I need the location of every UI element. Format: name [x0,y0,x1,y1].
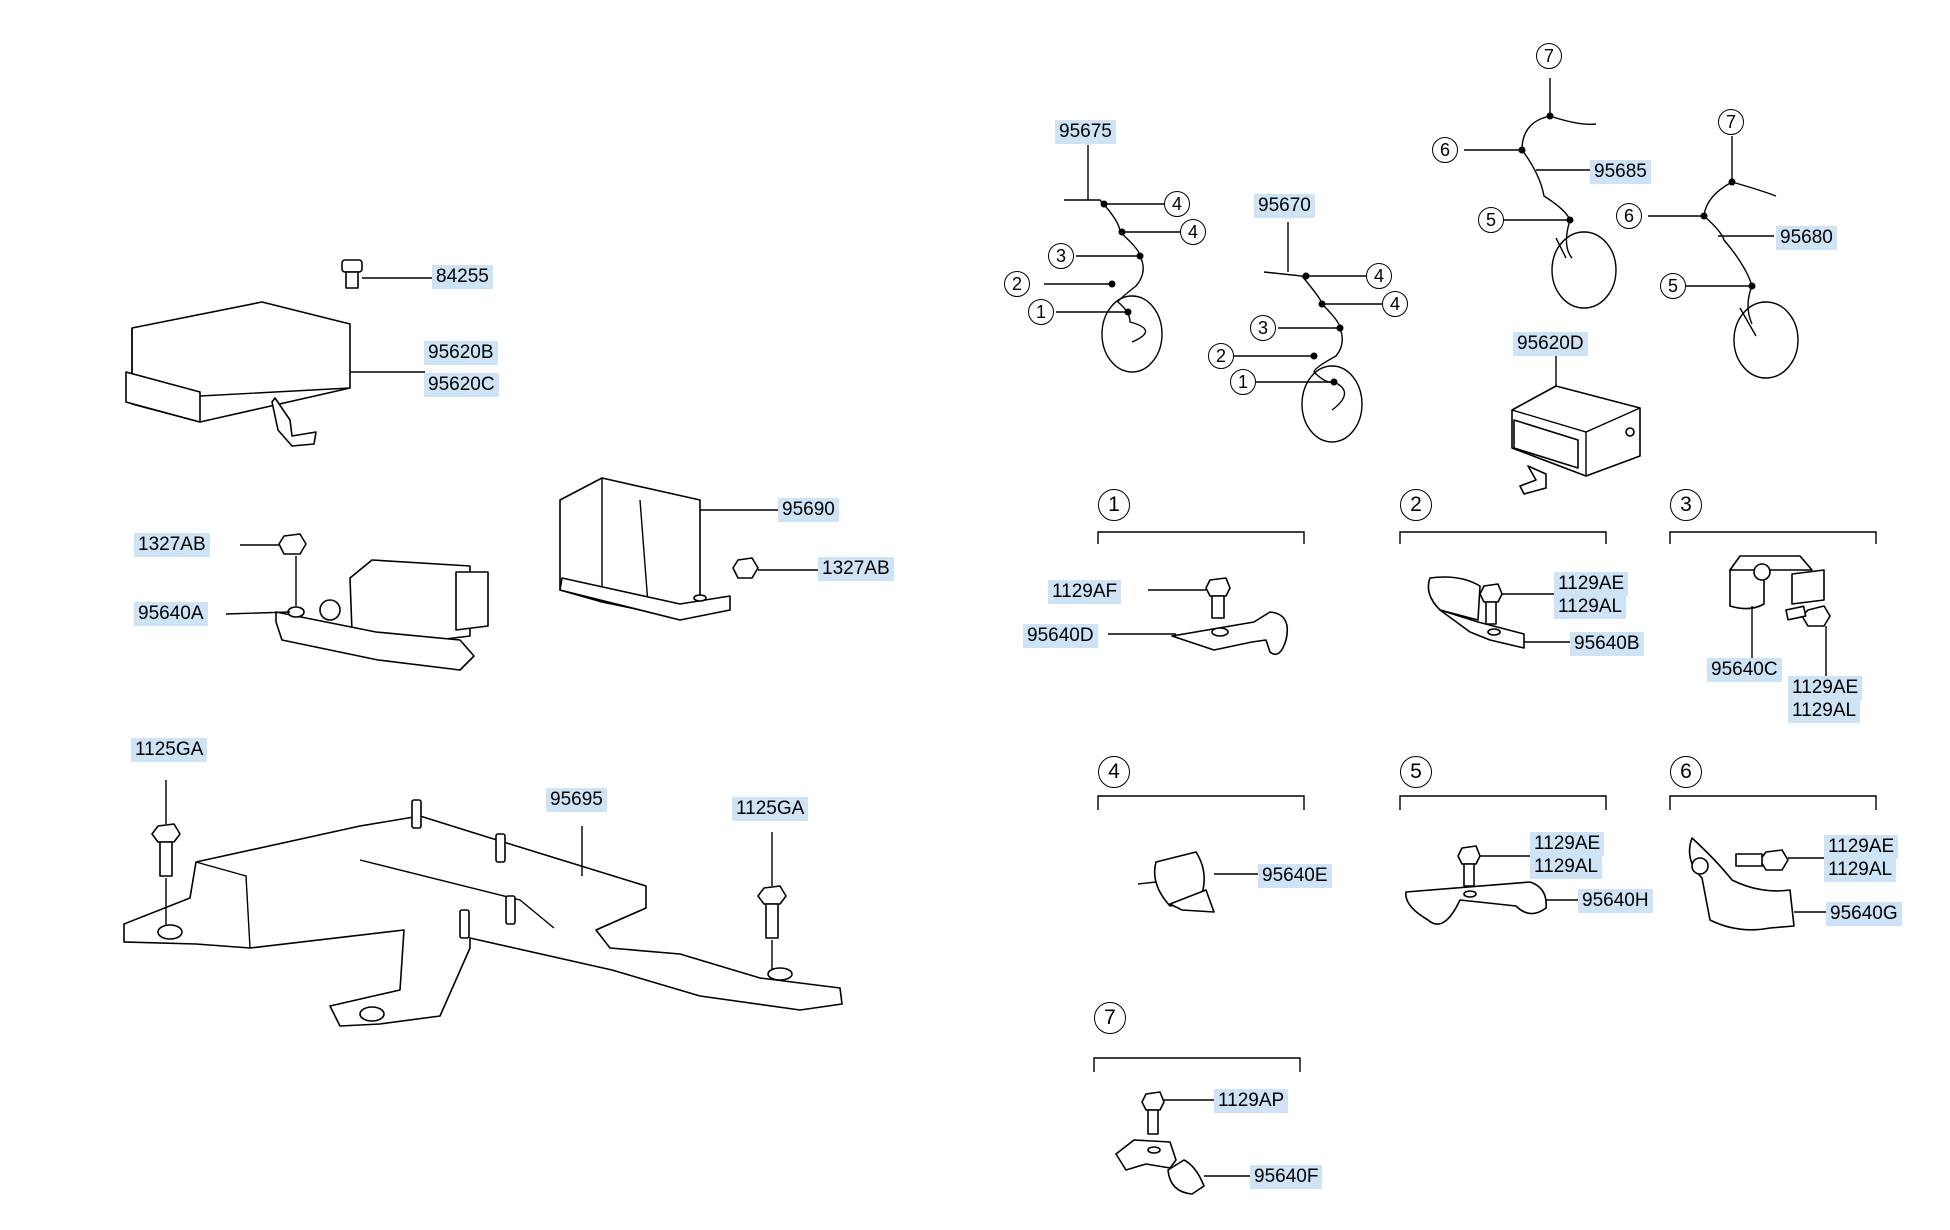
part-label-95640d: 95640D [1023,624,1098,648]
part-label-1129ae-3: 1129AE [1788,676,1863,700]
wire-marker-3: 3 [1250,315,1276,341]
wire-marker-6: 6 [1432,137,1458,163]
clip-95640c-drawing [1729,555,1831,680]
wire-marker-1: 1 [1230,369,1256,395]
detail-callout-3: 3 [1670,489,1702,521]
part-label-95680: 95680 [1776,226,1837,250]
wire-marker-1: 1 [1028,299,1054,325]
detail-callout-2: 2 [1400,489,1432,521]
part-label-95640h: 95640H [1578,889,1653,913]
bracket-95695-drawing [123,780,843,1027]
part-label-84255: 84255 [432,265,493,289]
part-label-1129ae-2: 1129AE [1554,572,1629,596]
part-label-1327ab-left: 1327AB [134,533,210,557]
wire-marker-4: 4 [1382,291,1408,317]
part-label-95690: 95690 [778,498,839,522]
part-label-1129al-5: 1129AL [1530,855,1603,879]
detail-section-brackets [1093,531,1877,1072]
clip-95640d-drawing [1108,577,1289,656]
wire-harness-95675-drawing [1044,145,1180,373]
clip-95640g-drawing [1688,837,1826,931]
clip-95640b-drawing [1427,576,1570,649]
part-label-1129af: 1129AF [1048,580,1122,604]
part-label-95620b: 95620B [424,341,498,365]
part-label-1327ab-right: 1327AB [818,557,894,581]
wire-harness-95670-drawing [1234,222,1382,443]
wire-marker-7: 7 [1536,43,1562,69]
part-label-95620c: 95620C [424,373,499,397]
part-label-95670: 95670 [1254,194,1315,218]
clip-95640e-drawing [1137,851,1258,913]
part-label-95640g: 95640G [1826,902,1902,926]
part-label-1129ae-5: 1129AE [1530,832,1605,856]
part-label-95620d: 95620D [1513,332,1588,356]
part-label-95640a: 95640A [134,602,208,626]
wire-marker-3: 3 [1048,243,1074,269]
wire-marker-4: 4 [1366,263,1392,289]
part-label-95640b: 95640B [1570,632,1644,656]
sensor-95690-drawing [559,477,818,621]
detail-callout-7: 7 [1094,1002,1126,1034]
wire-marker-5: 5 [1478,207,1504,233]
wire-marker-2: 2 [1208,343,1234,369]
wire-marker-4: 4 [1164,191,1190,217]
wire-harness-95680-drawing [1648,136,1799,379]
control-module-95620d-drawing [1511,356,1641,495]
detail-callout-5: 5 [1400,756,1432,788]
wire-marker-7: 7 [1718,109,1744,135]
part-label-95695: 95695 [546,788,607,812]
wire-marker-2: 2 [1004,271,1030,297]
wire-marker-4: 4 [1180,219,1206,245]
part-label-95640e: 95640E [1258,864,1332,888]
part-label-1129ae-6: 1129AE [1824,835,1899,859]
detail-callout-6: 6 [1670,756,1702,788]
wire-harness-95685-drawing [1464,78,1617,309]
part-label-95685: 95685 [1590,160,1651,184]
screw-84255-drawing [341,259,432,289]
part-label-95675: 95675 [1055,120,1116,144]
part-label-1129al-6: 1129AL [1824,858,1897,882]
clip-95640f-drawing [1115,1091,1250,1195]
wire-marker-6: 6 [1616,203,1642,229]
part-label-95640c: 95640C [1707,658,1782,682]
detail-callout-1: 1 [1098,489,1130,521]
part-label-1129ap: 1129AP [1214,1089,1289,1113]
wire-marker-5: 5 [1660,273,1686,299]
clip-95640h-drawing [1405,845,1578,925]
control-module-95620b-drawing [125,301,425,447]
part-label-1125ga-left: 1125GA [131,738,208,762]
part-label-1129al-2: 1129AL [1554,595,1627,619]
part-label-1125ga-right: 1125GA [732,797,809,821]
sensor-95640a-drawing [225,533,489,671]
part-label-95640f: 95640F [1250,1165,1323,1189]
part-label-1129al-3: 1129AL [1788,699,1861,723]
detail-callout-4: 4 [1098,756,1130,788]
